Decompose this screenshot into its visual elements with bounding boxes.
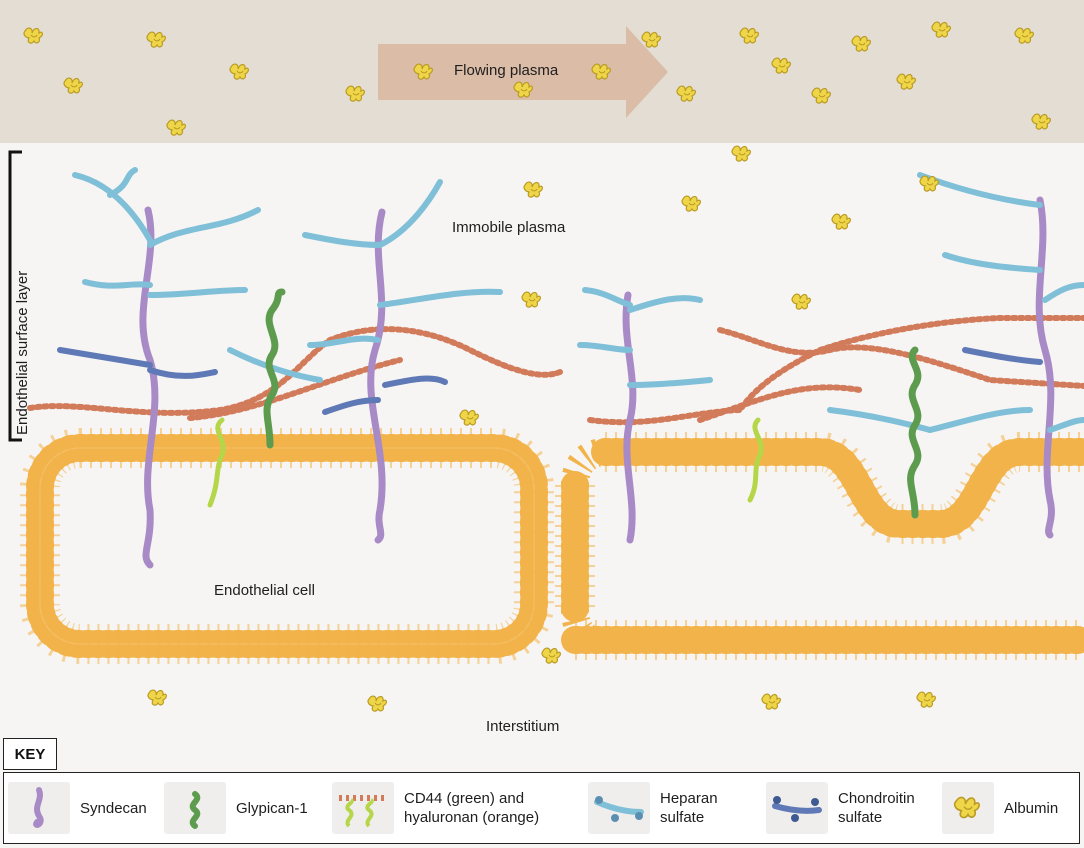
albumin-icon [942,782,994,834]
heparan-sulfate-icon [588,782,650,834]
heparan-sulfate-chains [72,167,1084,433]
cd44-proteins [207,417,764,508]
endothelial-surface-layer-label: Endothelial surface layer [14,270,31,435]
syndecan-icon [8,782,70,834]
chondroitin-sulfate-icon [766,782,828,834]
endothelial-cell-label: Endothelial cell [214,582,315,599]
key-item-heparan-sulfate: Heparan sulfate [588,773,718,843]
key-item-albumin: Albumin [942,773,1058,843]
glypican-icon [164,782,226,834]
key-label-syndecan: Syndecan [80,799,147,817]
key-item-glypican: Glypican-1 [164,773,308,843]
chondroitin-sulfate-chains [57,347,1043,415]
key-item-cd44-hyaluronan: CD44 (green) and hyaluronan (orange) [332,773,539,843]
endothelial-cell-right [555,432,1084,660]
key-title: KEY [3,738,57,770]
key-label-heparan-sulfate: Heparan sulfate [660,790,718,826]
interstitium-label: Interstitium [486,718,560,735]
key-item-chondroitin-sulfate: Chondroitin sulfate [766,773,915,843]
glypican-proteins [263,288,922,519]
immobile-plasma-label: Immobile plasma [452,219,566,236]
endothelial-cell-left [20,428,554,664]
hyaluronan-chains [27,315,1084,426]
key-label-chondroitin-sulfate: Chondroitin sulfate [838,790,915,826]
esl-bracket [8,150,22,442]
key-label-glypican: Glypican-1 [236,799,308,817]
cd44-hyaluronan-icon [332,782,394,834]
key-label-albumin: Albumin [1004,799,1059,817]
flowing-plasma-label: Flowing plasma [454,62,559,79]
flow-arrow [378,26,668,118]
key-item-syndecan: Syndecan [8,773,147,843]
key-legend: Syndecan Glypican-1 CD44 (green) and hya… [3,772,1080,844]
key-label-cd44-hyaluronan: CD44 (green) and hyaluronan (orange) [404,790,540,826]
